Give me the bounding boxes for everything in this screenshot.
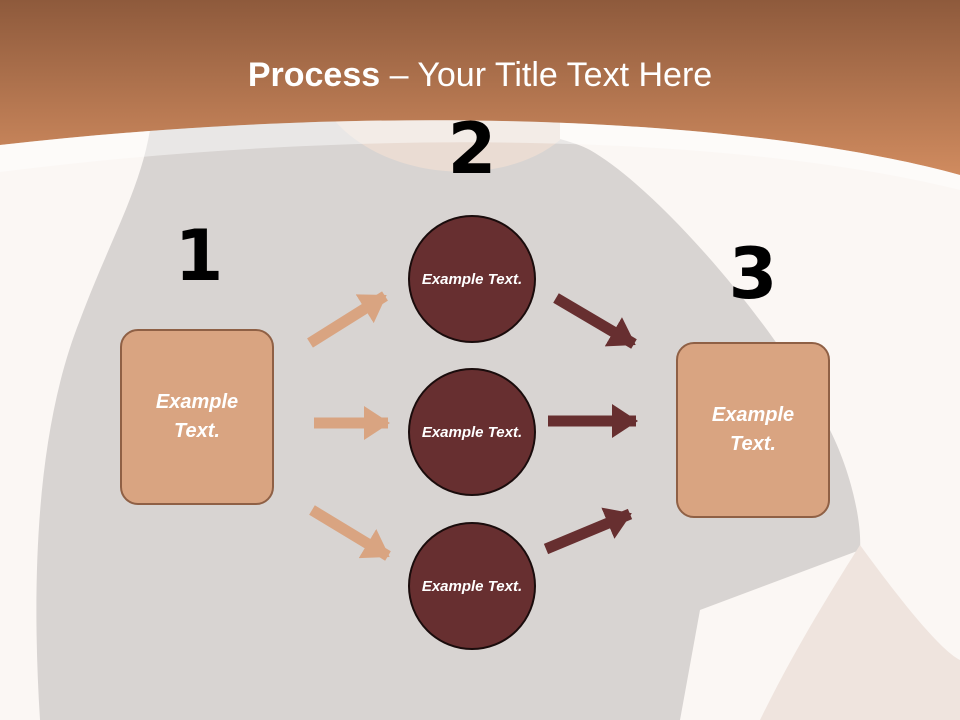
header-swoosh — [0, 120, 960, 190]
arrow-1-to-circle-3 — [309, 505, 391, 561]
step-2-circle-1-text: Example Text. — [421, 270, 523, 288]
header-band — [0, 0, 960, 175]
step-1-box: Example Text. — [120, 329, 274, 505]
slide-title: Process – Your Title Text Here — [0, 54, 960, 96]
arrow-circle-1-to-3 — [553, 293, 637, 349]
step-number-3: 3 — [728, 233, 778, 315]
step-3-box: Example Text. — [676, 342, 830, 518]
step-1-text: Example Text. — [155, 391, 239, 442]
step-2-circle-2: Example Text. — [408, 368, 536, 496]
arrow-1-to-circle-1 — [307, 291, 388, 348]
step-number-1: 1 — [174, 215, 224, 297]
step-2-circle-2-text: Example Text. — [421, 423, 523, 441]
step-2-circle-3-text: Example Text. — [421, 577, 523, 595]
step-3-text: Example Text. — [711, 404, 795, 455]
arm-silhouette — [760, 545, 960, 720]
step-2-circle-1: Example Text. — [408, 215, 536, 343]
title-rest: – Your Title Text Here — [380, 56, 713, 94]
title-bold: Process — [247, 56, 381, 94]
step-2-circle-3: Example Text. — [408, 522, 536, 650]
step-number-2: 2 — [447, 108, 497, 190]
arrow-circle-3-to-3 — [543, 507, 633, 555]
neck-silhouette — [330, 115, 560, 172]
